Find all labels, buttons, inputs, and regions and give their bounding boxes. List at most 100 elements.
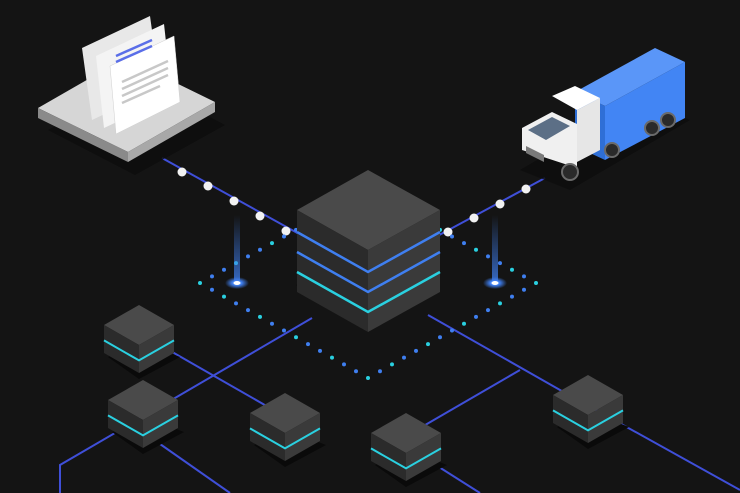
server-node-cube-icon (103, 305, 180, 379)
truck-grille (526, 146, 544, 162)
node-stripe (552, 409, 624, 432)
server-node-cube-icon (107, 380, 184, 454)
truck-cargo-top (575, 48, 685, 106)
perimeter-dot (246, 308, 250, 313)
truck-wheel (561, 163, 579, 181)
truck-wheel (644, 120, 660, 136)
document-line (121, 84, 161, 105)
perimeter-dot (462, 321, 466, 326)
perimeter-dot (342, 362, 346, 367)
perimeter-dot (246, 254, 250, 259)
perimeter-dot (270, 321, 274, 326)
node-stripe (107, 414, 179, 437)
node-right-face (139, 325, 174, 373)
perimeter-dot (282, 328, 286, 333)
perimeter-dot (450, 234, 454, 239)
link-node-a-to-node-c (159, 344, 271, 409)
perimeter-dot (306, 342, 310, 347)
perimeter-dot (330, 355, 334, 360)
perimeter-dot (378, 369, 382, 374)
document-line-accent (115, 38, 153, 58)
truck-wheel (604, 142, 620, 158)
perimeter-dot (210, 274, 214, 279)
hub-stripe (296, 270, 441, 314)
beam-left (225, 215, 249, 289)
node-stripe (370, 447, 442, 470)
perimeter-dot (402, 355, 406, 360)
beam-right (483, 215, 507, 289)
perimeter-dot (270, 241, 274, 246)
connector-dot (203, 181, 213, 191)
perimeter-dot (222, 294, 226, 299)
perimeter-dot (522, 274, 526, 279)
perimeter-dot (486, 254, 490, 259)
perimeter-dot (450, 328, 454, 333)
perimeter-dot (234, 301, 238, 306)
node-left-face (553, 395, 588, 443)
node-right-face (406, 433, 441, 481)
server-node-cube-icon (552, 375, 629, 449)
perimeter-dot (354, 369, 358, 374)
truck-cargo-side (605, 62, 685, 160)
truck-wheel (660, 112, 676, 128)
node-stripe (103, 339, 175, 362)
perimeter-dot (474, 247, 478, 252)
node-left-face (371, 433, 406, 481)
document-line (121, 59, 169, 84)
perimeter-dot (210, 287, 214, 292)
beam-right-core (491, 281, 499, 285)
perimeter-dot (414, 348, 418, 353)
platform-left (38, 108, 128, 162)
connector-dot (495, 199, 505, 209)
node-left-face (250, 413, 285, 461)
perimeter-dot (198, 281, 202, 285)
connector-dots (177, 167, 531, 237)
connector-dot (469, 213, 479, 223)
connector-dot (521, 184, 531, 194)
perimeter-dot (498, 261, 502, 266)
node-left-face (104, 325, 139, 373)
perimeter-dot (522, 287, 526, 292)
perimeter-dot (258, 314, 262, 319)
perimeter-dot (486, 308, 490, 313)
connector-dot (229, 196, 239, 206)
perimeter-dot (366, 376, 370, 380)
central-server-cube-icon (296, 170, 441, 332)
perimeter-dot (474, 314, 478, 319)
perimeter-dot (534, 281, 538, 285)
documents-on-platform-icon (38, 16, 225, 175)
connector-dot (177, 167, 187, 177)
perimeter-dot (438, 335, 442, 340)
perimeter-dot (426, 342, 430, 347)
connector-dot (443, 227, 453, 237)
perimeter-dot (390, 362, 394, 367)
document-line (121, 66, 169, 91)
platform-right (128, 102, 215, 162)
connector-dot (281, 226, 291, 236)
link-hub-to-right (427, 314, 740, 491)
perimeter-dot (510, 267, 514, 272)
truck-cab-top (552, 86, 600, 110)
dotted-connectors (161, 157, 546, 241)
hub-stripes (296, 230, 441, 314)
perimeter-dot (294, 335, 298, 340)
truck-windshield (528, 117, 570, 140)
server-nodes (103, 305, 629, 487)
server-node-cube-icon (370, 413, 447, 487)
truck-cab-side (577, 98, 600, 162)
node-right-face (143, 400, 178, 448)
node-right-face (285, 413, 320, 461)
perimeter-dot (318, 348, 322, 353)
document-text-lines (115, 38, 169, 105)
link-to-node-d (419, 369, 521, 429)
perimeter-dot (498, 301, 502, 306)
node-stripe (249, 427, 321, 450)
server-node-cube-icon (249, 393, 326, 467)
delivery-truck-icon (520, 48, 690, 190)
node-right-face (588, 395, 623, 443)
beam-right-shaft (492, 215, 498, 283)
node-left-face (108, 400, 143, 448)
perimeter-dot (462, 241, 466, 246)
beam-left-core (233, 281, 241, 285)
